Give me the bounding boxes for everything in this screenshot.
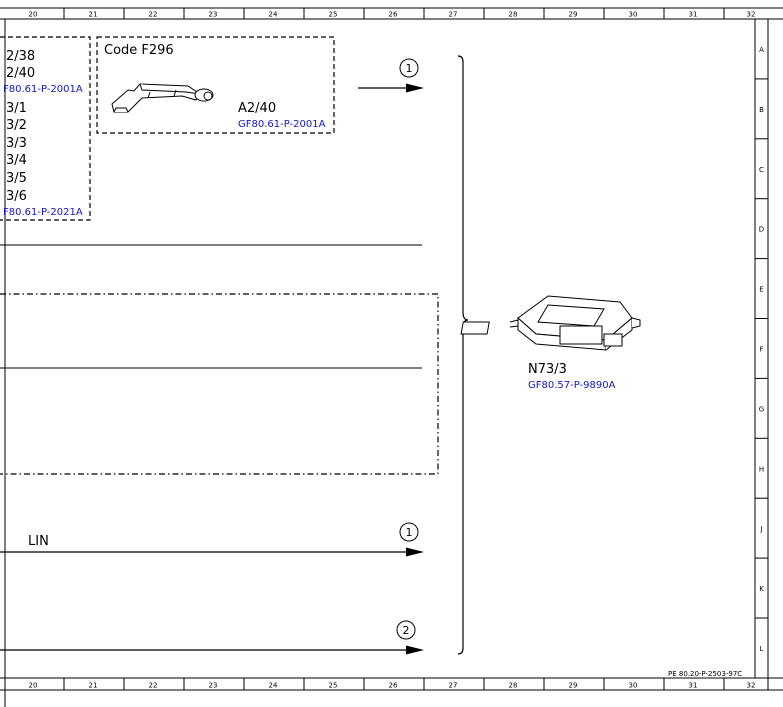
- connector-1-top: 1: [406, 62, 413, 75]
- column-label-top: 21: [89, 11, 98, 19]
- column-label-top: 31: [689, 11, 698, 19]
- left-label-2: 3/1: [6, 101, 27, 116]
- column-label-top: 25: [329, 11, 338, 19]
- column-label-bottom: 27: [449, 682, 458, 690]
- left-label-1: 2/40: [6, 66, 35, 81]
- left-label-5: 3/4: [6, 153, 27, 168]
- row-label: B: [759, 106, 764, 114]
- row-label: E: [759, 286, 763, 294]
- row-label: F: [759, 345, 763, 353]
- row-label: A: [759, 46, 764, 54]
- column-label-top: 22: [149, 11, 158, 19]
- left-label-7: 3/6: [6, 189, 27, 204]
- left-label-0: 2/38: [6, 49, 35, 64]
- column-label-bottom: 22: [149, 682, 158, 690]
- lin-label: LIN: [28, 534, 49, 549]
- column-label-bottom: 25: [329, 682, 338, 690]
- column-dividers: [63, 8, 725, 690]
- column-label-top: 27: [449, 11, 458, 19]
- column-label-top: 30: [629, 11, 638, 19]
- column-label-top: 28: [509, 11, 518, 19]
- row-label: J: [759, 525, 762, 533]
- column-label-top: 29: [569, 11, 578, 19]
- left-component-box: 2/38 2/40 F80.61-P-2001A 3/1 3/2 3/3 3/4…: [0, 36, 91, 221]
- document-code: PE 80.20-P-2503-97C: [668, 670, 742, 678]
- row-label: D: [759, 226, 764, 234]
- dash-dot-box: [0, 293, 439, 475]
- column-label-bottom: 30: [629, 682, 638, 690]
- module-name: N73/3: [528, 362, 567, 377]
- column-label-bottom: 32: [747, 682, 756, 690]
- column-label-bottom: 29: [569, 682, 578, 690]
- module-ref[interactable]: GF80.57-P-9890A: [528, 380, 616, 391]
- antenna-part-icon: [111, 83, 214, 113]
- column-label-bottom: 21: [89, 682, 98, 690]
- row-label: L: [760, 645, 764, 653]
- connector-1-lin: 1: [406, 526, 413, 539]
- left-label-3: 3/2: [6, 118, 27, 133]
- column-label-bottom: 26: [389, 682, 398, 690]
- connector-2: 2: [403, 624, 410, 637]
- row-labels: A B C D E F G H J K L: [759, 46, 764, 653]
- lin-bus-arrow: LIN 1: [0, 522, 424, 557]
- column-label-top: 24: [269, 11, 278, 19]
- column-label-top: 23: [209, 11, 218, 19]
- left-ref-1[interactable]: F80.61-P-2021A: [3, 207, 83, 218]
- left-ref-0[interactable]: F80.61-P-2001A: [3, 84, 83, 95]
- column-label-bottom: 28: [509, 682, 518, 690]
- row-label: K: [759, 585, 764, 593]
- column-label-bottom: 31: [689, 682, 698, 690]
- control-module-icon: [460, 295, 641, 351]
- brace: [457, 55, 469, 655]
- column-label-top: 20: [29, 11, 38, 19]
- connector-arrow-top: 1: [358, 58, 424, 93]
- column-labels-bottom: 20 21 22 23 24 25 26 27 28 29 30 31 32: [29, 682, 756, 690]
- code-box-ref[interactable]: GF80.61-P-2001A: [238, 119, 326, 130]
- column-label-bottom: 20: [29, 682, 38, 690]
- left-label-4: 3/3: [6, 136, 27, 151]
- column-label-bottom: 23: [209, 682, 218, 690]
- grid-frame: [0, 7, 783, 707]
- row-label: H: [759, 465, 764, 473]
- column-label-top: 26: [389, 11, 398, 19]
- column-label-bottom: 24: [269, 682, 278, 690]
- connector-arrow-bottom: 2: [0, 620, 424, 655]
- row-dividers: [755, 78, 768, 619]
- left-label-6: 3/5: [6, 171, 27, 186]
- code-box-title: Code F296: [104, 43, 174, 58]
- column-labels-top: 20 21 22 23 24 25 26 27 28 29 30 31 32: [29, 11, 756, 19]
- code-box-component: A2/40: [238, 101, 276, 116]
- row-label: G: [759, 405, 764, 413]
- column-label-top: 32: [747, 11, 756, 19]
- row-label: C: [759, 166, 764, 174]
- code-f296-box: Code F296 A2/40 GF80.61-P-2001A: [96, 36, 335, 134]
